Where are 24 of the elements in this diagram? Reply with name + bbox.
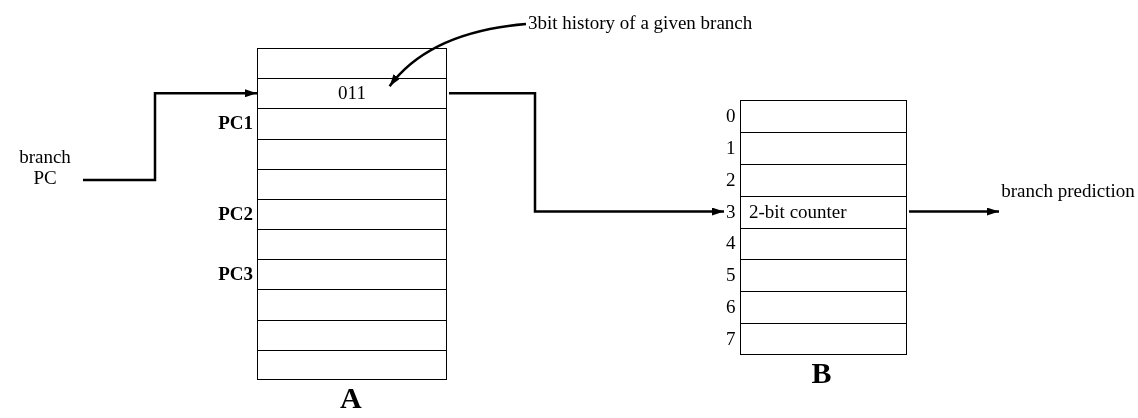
row-index: 4 (726, 232, 736, 254)
table-title: B (811, 357, 832, 389)
table-title: A (340, 382, 362, 414)
arrow (83, 89, 257, 182)
row-index: 5 (726, 264, 736, 286)
row-index: 6 (726, 296, 736, 318)
history-table (257, 48, 447, 380)
arrow (909, 207, 999, 216)
table-row: 2-bit counter (741, 195, 906, 228)
row-index: 3 (726, 200, 736, 222)
pc-label: PC1 (218, 112, 253, 134)
output-label: branch prediction (1000, 180, 1136, 201)
arrow (449, 92, 724, 216)
row-index: 0 (726, 104, 736, 126)
table-row: 011 (258, 78, 446, 109)
counter-table (740, 100, 907, 355)
pc-label: PC2 (218, 203, 253, 224)
pc-label: PC3 (218, 263, 253, 285)
annotation-text: 3bit history of a given branch (528, 12, 828, 33)
row-index: 7 (726, 328, 736, 350)
leader-arrow (388, 22, 527, 87)
input-label: branch PC (10, 146, 80, 188)
row-index: 2 (726, 168, 736, 190)
row-index: 1 (726, 136, 736, 158)
